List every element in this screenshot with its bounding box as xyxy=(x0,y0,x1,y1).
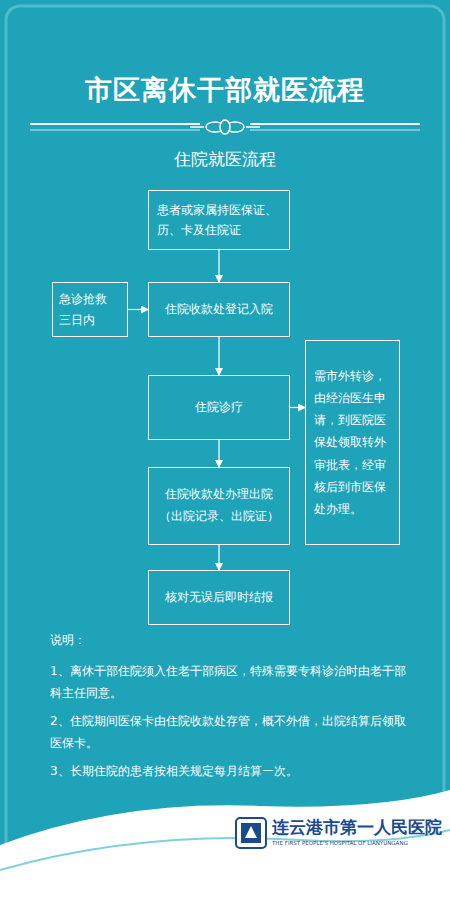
hospital-logo xyxy=(236,818,266,848)
note-heading: 说明： xyxy=(50,632,410,649)
process-box: 需市外转诊，由经治医生申请，到医院医保处领取转外审批表，经审核后到市医保处办理。 xyxy=(305,340,400,545)
title-ornament xyxy=(190,118,260,136)
page-frame xyxy=(6,6,444,894)
box-text: 急诊抢救 三日内 xyxy=(59,289,121,330)
note-text: 1、离休干部住院须入住老干部病区，特殊需要专科诊治时由老干部科主任同意。 xyxy=(50,660,410,704)
process-box: 住院收款处登记入院 xyxy=(148,282,290,337)
flow-arrow xyxy=(218,250,219,282)
flow-arrow xyxy=(218,545,219,570)
flow-arrow xyxy=(128,309,148,310)
process-box: 住院收款处办理出院 （出院记录、出院证） xyxy=(148,467,290,545)
section-heading: 住院就医流程 xyxy=(0,148,450,171)
flow-arrow xyxy=(218,337,219,375)
page-title: 市区离休干部就医流程 xyxy=(0,72,450,108)
box-text: 需市外转诊，由经治医生申请，到医院医保处领取转外审批表，经审核后到市医保处办理。 xyxy=(314,365,391,520)
note-text: 2、住院期间医保卡由住院收款处存管，概不外借，出院结算后领取医保卡。 xyxy=(50,710,410,754)
box-text: 患者或家属持医保证、 历、卡及住院证 xyxy=(157,200,281,241)
process-box: 核对无误后即时结报 xyxy=(148,570,290,625)
flow-arrow xyxy=(290,407,305,408)
flow-arrow xyxy=(218,440,219,467)
hospital-name: 连云港市第一人民医院 xyxy=(272,816,442,839)
process-box: 住院诊疗 xyxy=(148,375,290,440)
process-box: 急诊抢救 三日内 xyxy=(52,282,128,337)
box-text: 住院诊疗 xyxy=(195,397,243,417)
box-text: 核对无误后即时结报 xyxy=(165,587,273,607)
box-text: 住院收款处办理出院 （出院记录、出院证） xyxy=(157,484,281,527)
bottom-wave xyxy=(0,790,450,900)
box-text: 住院收款处登记入院 xyxy=(165,299,273,319)
note-text: 3、长期住院的患者按相关规定每月结算一次。 xyxy=(50,760,410,782)
hospital-name-en: THE FIRST PEOPLE'S HOSPITAL OF LIANYUNGA… xyxy=(272,840,442,846)
process-box: 患者或家属持医保证、 历、卡及住院证 xyxy=(148,190,290,250)
